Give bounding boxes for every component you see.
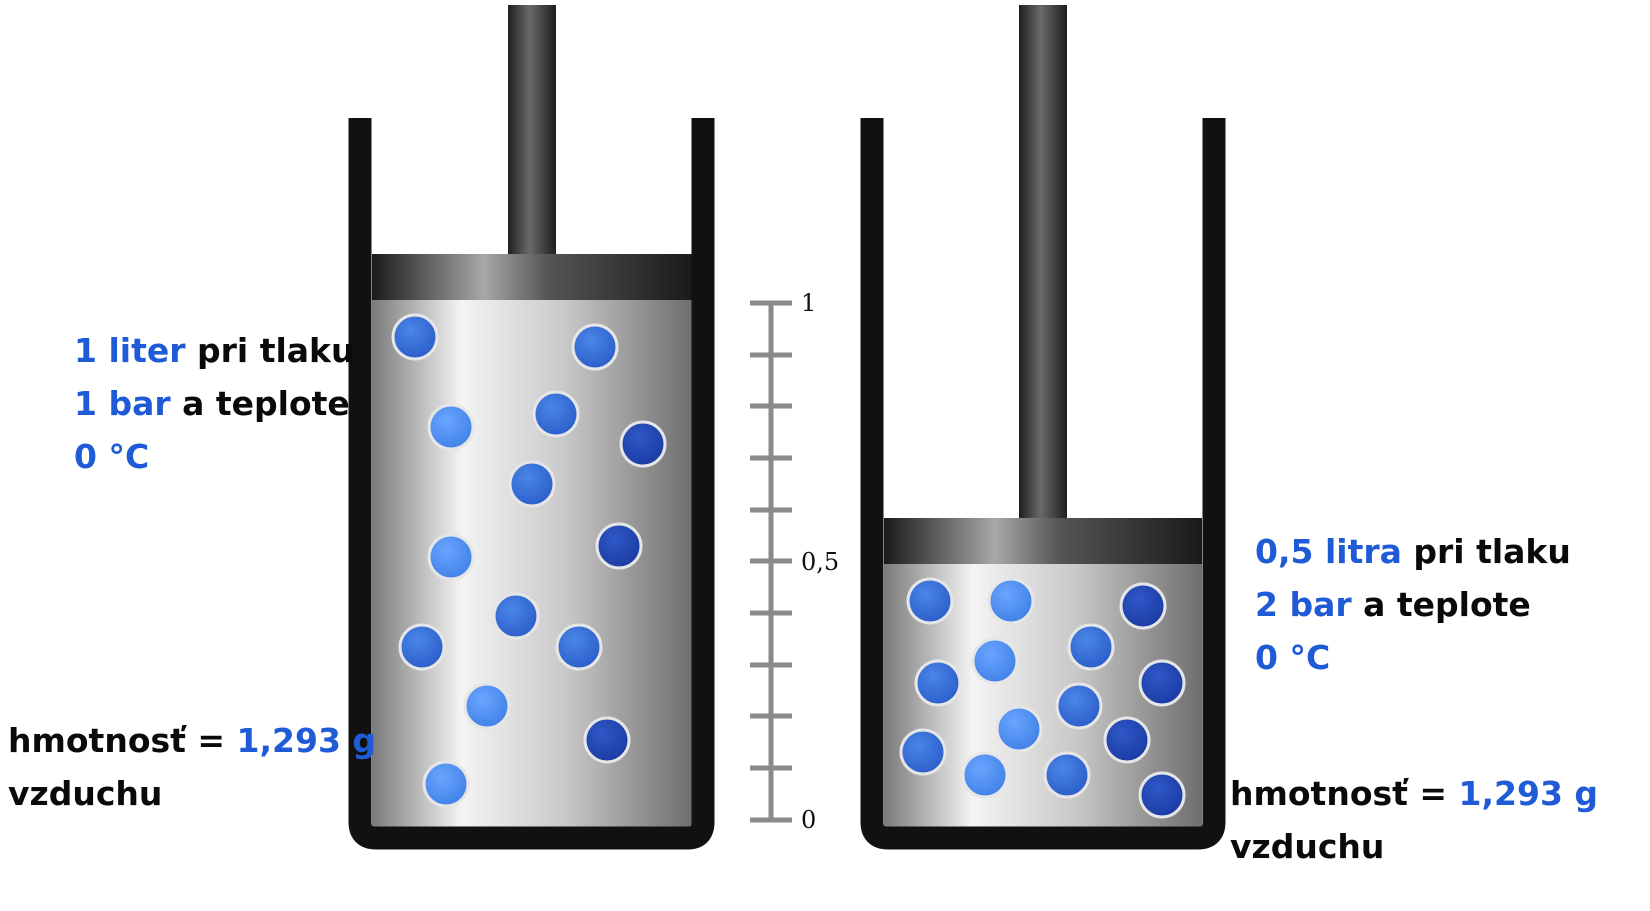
molecule-icon (961, 751, 1009, 799)
molecule-icon (899, 728, 947, 776)
left-piston-rod (508, 5, 556, 255)
right-cylinder-wall (860, 118, 1226, 850)
molecule-icon (1055, 682, 1103, 730)
molecule-icon (571, 323, 619, 371)
molecule-icon (1119, 582, 1167, 630)
molecule-icon (398, 623, 446, 671)
left-mass-unit-line: vzduchu (8, 774, 163, 813)
right-piston-icon (884, 518, 1202, 564)
molecule-icon (987, 577, 1035, 625)
molecule-icon (971, 637, 1019, 685)
scale-label-bottom: 0 (801, 806, 816, 834)
left-pressure-line: 1 bar a teplote (74, 384, 350, 423)
right-volume-line: 0,5 litra pri tlaku (1255, 532, 1571, 571)
left-cylinder-wall (348, 118, 715, 850)
left-cylinder (348, 5, 715, 850)
right-mass-line: hmotnosť = 1,293 g (1230, 774, 1599, 813)
scale-label-top: 1 (801, 289, 816, 317)
molecule-icon (532, 390, 580, 438)
right-mass-unit-line: vzduchu (1230, 827, 1385, 866)
molecule-icon (1138, 771, 1186, 819)
molecule-icon (995, 705, 1043, 753)
right-piston-rod (1019, 5, 1067, 519)
right-cylinder (860, 5, 1226, 850)
molecule-icon (463, 682, 511, 730)
left-mass-label: hmotnosť = 1,293 g vzduchu (8, 714, 376, 820)
molecule-icon (583, 716, 631, 764)
molecule-icon (508, 460, 556, 508)
right-conditions-label: 0,5 litra pri tlaku 2 bar a teplote 0 °C (1255, 525, 1571, 684)
molecule-icon (1067, 623, 1115, 671)
scale-label-mid: 0,5 (801, 548, 839, 576)
molecule-icon (555, 623, 603, 671)
molecule-icon (619, 420, 667, 468)
right-mass-label: hmotnosť = 1,293 g vzduchu (1230, 767, 1598, 873)
molecule-icon (427, 403, 475, 451)
left-molecules (391, 313, 667, 808)
molecule-icon (1043, 751, 1091, 799)
left-volume-line: 1 liter pri tlaku (74, 331, 355, 370)
molecule-icon (595, 522, 643, 570)
molecule-icon (914, 659, 962, 707)
molecule-icon (427, 533, 475, 581)
right-pressure-line: 2 bar a teplote (1255, 585, 1531, 624)
left-mass-line: hmotnosť = 1,293 g (8, 721, 377, 760)
right-temperature-line: 0 °C (1255, 638, 1331, 677)
molecule-icon (906, 577, 954, 625)
left-temperature-line: 0 °C (74, 437, 150, 476)
molecule-icon (1138, 659, 1186, 707)
molecule-icon (391, 313, 439, 361)
molecule-icon (492, 592, 540, 640)
left-gas-volume (372, 300, 692, 827)
left-conditions-label: 1 liter pri tlaku 1 bar a teplote 0 °C (74, 324, 355, 483)
left-piston-icon (372, 254, 692, 300)
molecule-icon (422, 760, 470, 808)
volume-scale (750, 300, 792, 823)
molecule-icon (1103, 716, 1151, 764)
right-molecules (899, 577, 1186, 819)
